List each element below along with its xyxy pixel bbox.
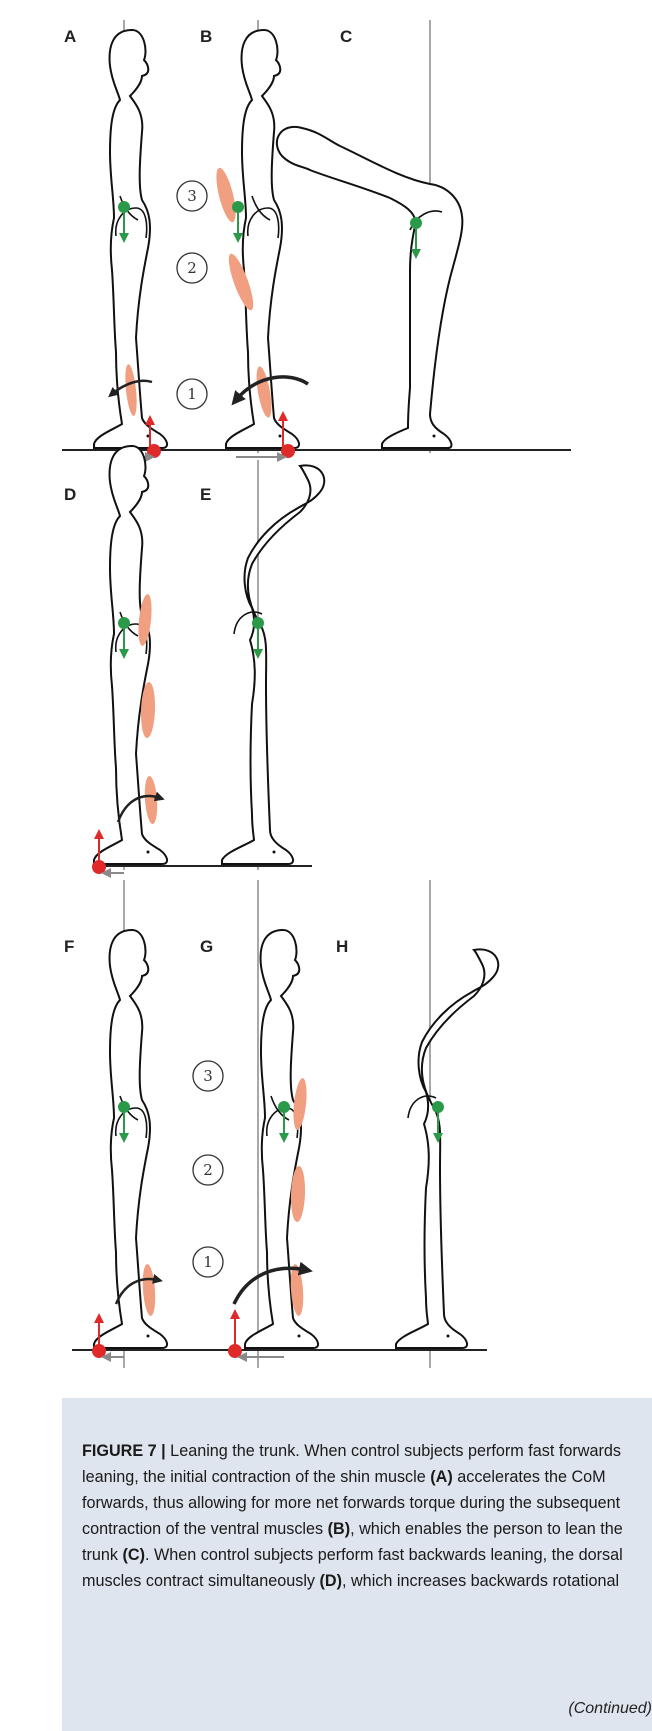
panel-label-h: H — [336, 937, 348, 956]
caption-panel-ref: (A) — [430, 1468, 452, 1486]
step-2-row-3: 2 — [203, 1161, 213, 1179]
continued-note: (Continued) — [568, 1700, 652, 1718]
panel-label-c: C — [340, 27, 352, 46]
step-circles-row-1: 3 2 1 — [177, 181, 207, 409]
caption-panel-ref: (C) — [123, 1546, 145, 1564]
panel-label-b: B — [200, 27, 212, 46]
step-1-row-1: 1 — [187, 385, 197, 403]
panel-label-d: D — [64, 485, 76, 504]
step-circles-row-3: 3 2 1 — [193, 1061, 223, 1277]
muscle-d-1 — [143, 776, 158, 825]
figure-g — [245, 930, 318, 1348]
figure-h — [396, 949, 498, 1348]
figure-e — [222, 465, 324, 864]
panel-label-g: G — [200, 937, 213, 956]
figure-caption: FIGURE 7 | Leaning the trunk. When contr… — [82, 1438, 642, 1594]
caption-panel-ref: (D) — [320, 1572, 342, 1590]
step-3-row-1: 3 — [187, 187, 197, 205]
caption-panel-ref: (B) — [328, 1520, 350, 1538]
step-1-row-3: 1 — [203, 1253, 213, 1271]
caption-text: , which increases backwards rotational — [342, 1572, 619, 1590]
figure-label: FIGURE 7 | — [82, 1442, 166, 1460]
figure-7-diagram: A B C D E F G H 3 2 1 3 2 1 — [0, 0, 652, 1400]
caption-box: FIGURE 7 | Leaning the trunk. When contr… — [62, 1398, 652, 1731]
step-2-row-1: 2 — [187, 259, 197, 277]
panel-label-a: A — [64, 27, 76, 46]
panel-label-f: F — [64, 937, 74, 956]
muscle-b-3 — [212, 166, 239, 224]
panel-label-e: E — [200, 485, 211, 504]
figure-c — [277, 127, 463, 448]
step-3-row-3: 3 — [203, 1067, 213, 1085]
muscle-f-1 — [141, 1264, 157, 1317]
